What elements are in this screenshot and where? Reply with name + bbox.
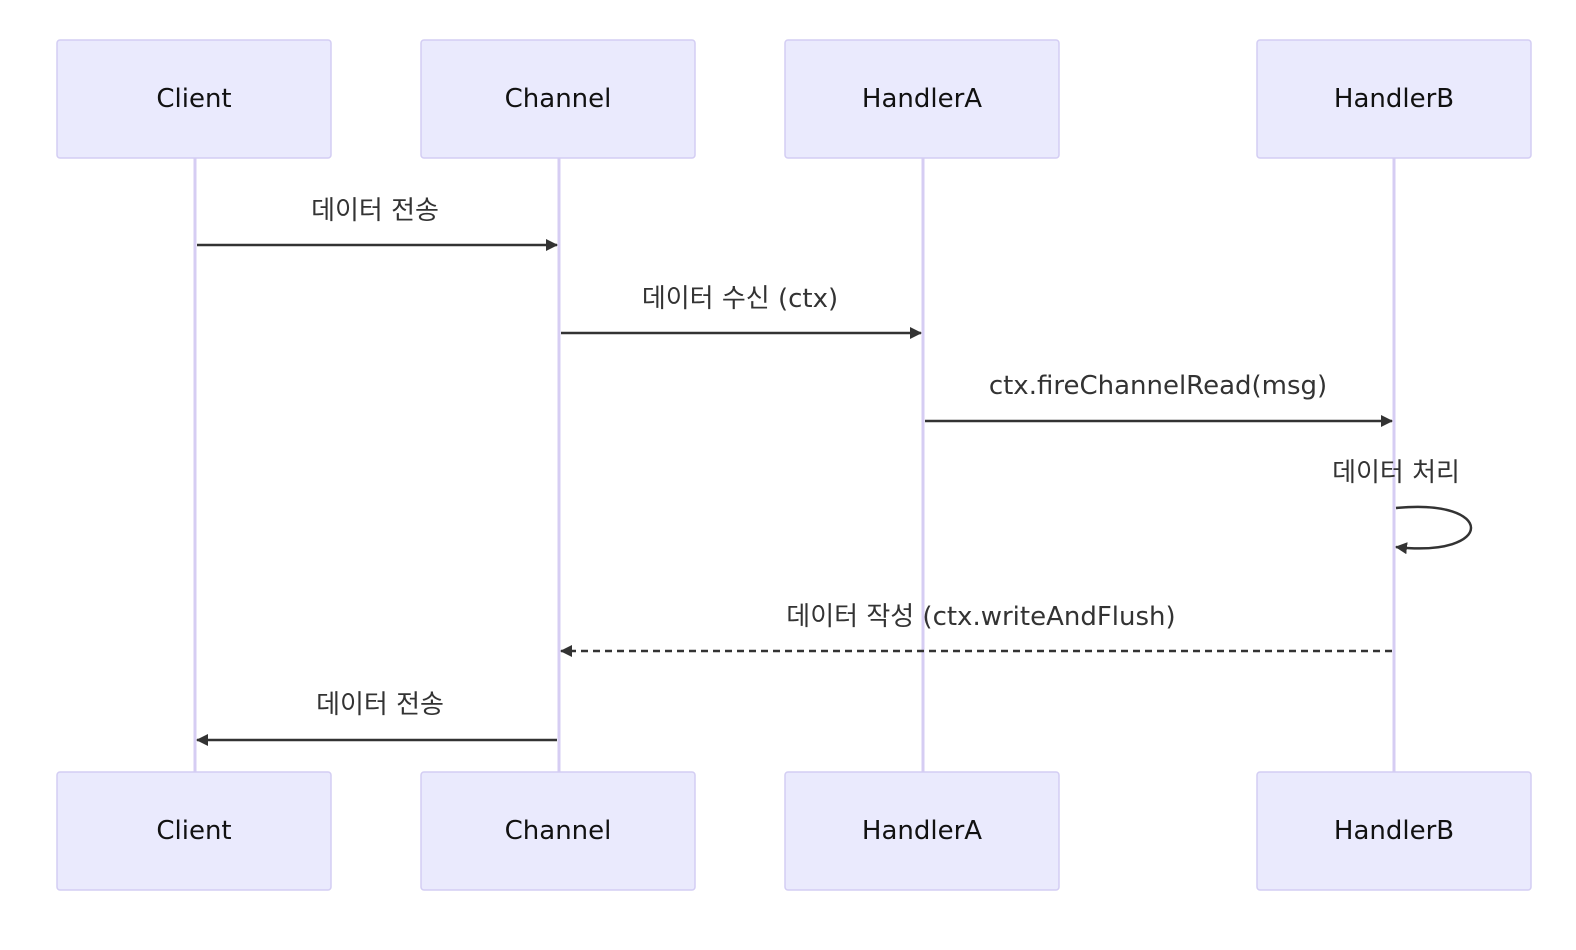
actor-handlerA-bottom[interactable]: HandlerA (784, 771, 1060, 891)
message-label: 데이터 처리 (1332, 458, 1460, 488)
message-label: 데이터 전송 (316, 690, 444, 720)
message-label: ctx.fireChannelRead(msg) (989, 371, 1327, 401)
actor-handlerB-top[interactable]: HandlerB (1256, 39, 1532, 159)
message-client-to-channel[interactable]: 데이터 전송 (197, 196, 558, 251)
actor-label: HandlerB (1334, 816, 1454, 846)
actor-client-top[interactable]: Client (56, 39, 332, 159)
actor-handlerA-top[interactable]: HandlerA (784, 39, 1060, 159)
actors-bottom: Client Channel HandlerA HandlerB (56, 771, 1532, 891)
lifelines (193, 158, 1396, 772)
actor-label: Channel (505, 816, 612, 846)
actor-label: HandlerA (862, 84, 982, 114)
actor-label: Client (156, 816, 231, 846)
self-loop-arrow (1395, 505, 1472, 555)
message-handlerA-to-handlerB[interactable]: ctx.fireChannelRead(msg) (925, 371, 1393, 427)
message-label: 데이터 작성 (ctx.writeAndFlush) (786, 602, 1175, 632)
message-handlerB-to-channel[interactable]: 데이터 작성 (ctx.writeAndFlush) (560, 602, 1392, 657)
message-handlerB-self[interactable]: 데이터 처리 (1332, 458, 1472, 555)
actors-top: Client Channel HandlerA HandlerB (56, 39, 1532, 159)
actor-client-bottom[interactable]: Client (56, 771, 332, 891)
actor-label: Client (156, 84, 231, 114)
messages: 데이터 전송 데이터 수신 (ctx) ctx.fireChannelRead(… (196, 196, 1472, 746)
message-channel-to-client[interactable]: 데이터 전송 (196, 690, 557, 746)
actor-label: Channel (505, 84, 612, 114)
message-label: 데이터 전송 (311, 196, 439, 226)
actor-handlerB-bottom[interactable]: HandlerB (1256, 771, 1532, 891)
message-label: 데이터 수신 (ctx) (642, 284, 838, 314)
actor-label: HandlerB (1334, 84, 1454, 114)
actor-channel-top[interactable]: Channel (420, 39, 696, 159)
actor-channel-bottom[interactable]: Channel (420, 771, 696, 891)
message-channel-to-handlerA[interactable]: 데이터 수신 (ctx) (561, 284, 922, 339)
actor-label: HandlerA (862, 816, 982, 846)
